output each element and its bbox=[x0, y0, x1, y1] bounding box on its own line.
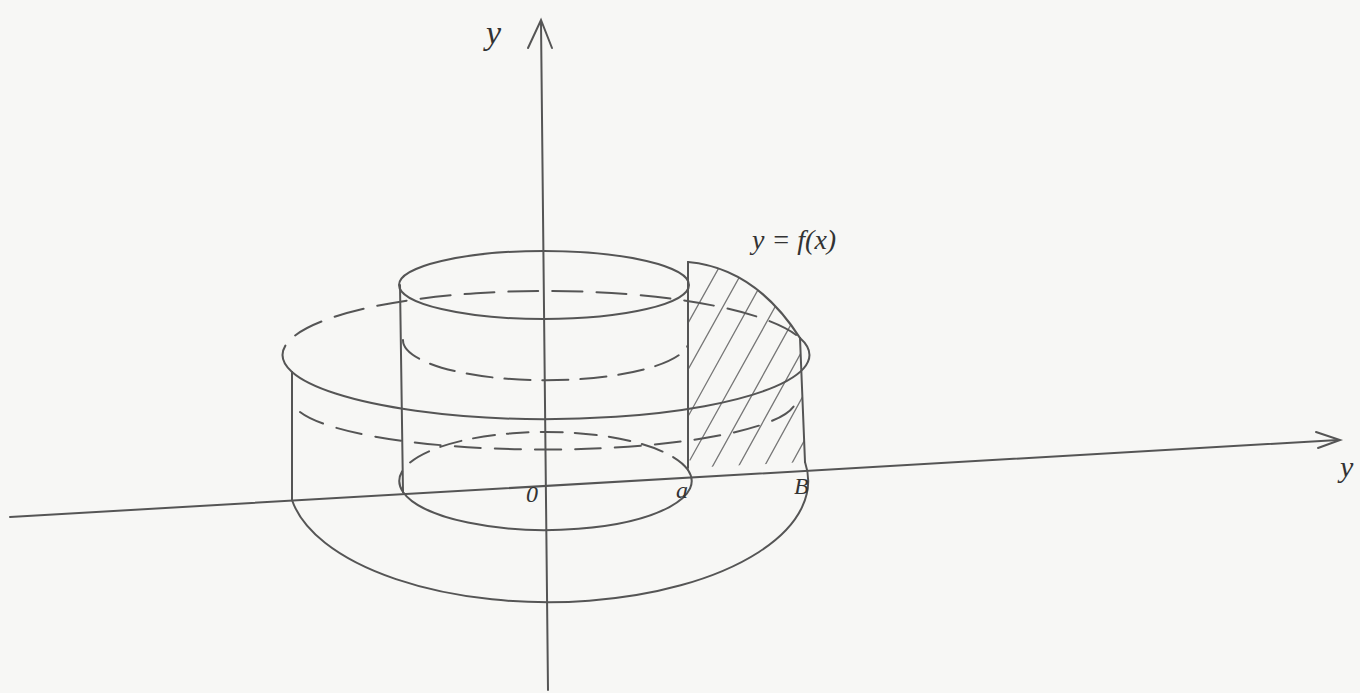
axis-label: y bbox=[1340, 452, 1353, 482]
axis-label: 0 bbox=[526, 482, 538, 506]
arrow-head bbox=[528, 20, 552, 48]
arrow-head bbox=[1316, 432, 1340, 448]
outer-side bbox=[291, 372, 293, 500]
hatching bbox=[645, 230, 900, 560]
outer-top-front bbox=[292, 338, 809, 419]
axis-label: y = f(x) bbox=[752, 226, 836, 254]
inner-hidden bbox=[403, 340, 688, 380]
outer-top-back bbox=[283, 291, 800, 372]
outer-hidden bbox=[300, 395, 796, 450]
axis-label: y bbox=[486, 16, 501, 50]
outer-side bbox=[800, 338, 805, 462]
inner-bottom-front bbox=[403, 470, 692, 530]
inner-top-ellipse bbox=[399, 251, 689, 319]
axis-label: a bbox=[676, 478, 688, 502]
axis-label: B bbox=[794, 474, 809, 498]
outer-bottom-front bbox=[292, 462, 808, 602]
inner-side bbox=[687, 262, 689, 468]
axis-line bbox=[541, 22, 548, 690]
inner-bottom-back bbox=[399, 432, 688, 492]
inner-side bbox=[400, 285, 403, 492]
